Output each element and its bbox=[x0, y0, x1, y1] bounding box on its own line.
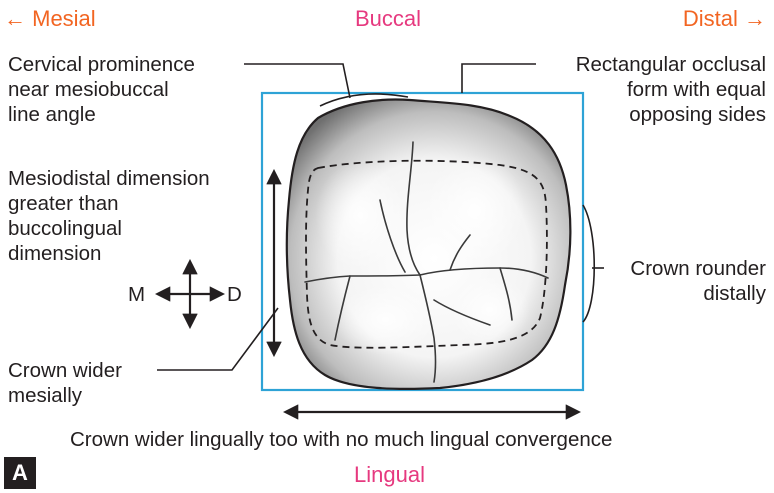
compass-distal-letter: D bbox=[227, 282, 242, 307]
panel-label-badge: A bbox=[4, 457, 36, 489]
cusp-highlight-ml bbox=[335, 285, 435, 355]
direction-distal-label: Distal → bbox=[683, 6, 766, 31]
crown-rounder-label: Crown rounder distally bbox=[630, 256, 766, 306]
compass-mesial-letter: M bbox=[128, 282, 145, 307]
mesiodistal-dimension-label: Mesiodistal dimension greater than bucco… bbox=[8, 166, 210, 266]
direction-lingual-label: Lingual bbox=[354, 462, 425, 487]
cusp-highlight-mb bbox=[315, 160, 405, 270]
direction-buccal-label: Buccal bbox=[355, 6, 421, 31]
compass-cross bbox=[158, 262, 222, 326]
cusp-highlight-db bbox=[425, 155, 525, 265]
direction-mesial-label: ← Mesial bbox=[4, 6, 96, 31]
crown-wider-lingually-label: Crown wider lingually too with no much l… bbox=[70, 427, 612, 452]
cusp-highlight-dl bbox=[450, 275, 530, 345]
rectangular-form-label: Rectangular occlusal form with equal opp… bbox=[576, 52, 766, 127]
cervical-prominence-label: Cervical prominence near mesiobuccal lin… bbox=[8, 52, 195, 127]
crown-wider-mesially-label: Crown wider mesially bbox=[8, 358, 122, 408]
